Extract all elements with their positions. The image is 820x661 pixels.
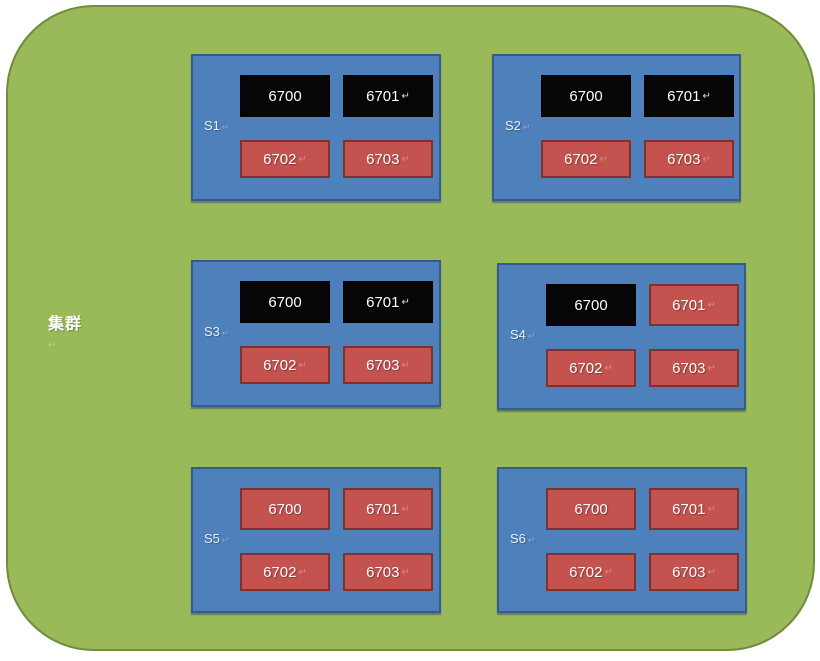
port-label: 6702 — [564, 150, 598, 168]
port-box: 6701↵ — [644, 75, 734, 117]
server-label-text: S4 — [510, 327, 526, 342]
port-box: 6703↵ — [343, 553, 433, 591]
server-box-s3: S3↵ 6700 6701↵ 6702↵ 6703↵ — [191, 260, 441, 407]
port-label: 6701 — [672, 296, 706, 314]
server-label-text: S3 — [204, 324, 220, 339]
port-box: 6700 — [541, 75, 631, 117]
port-box: 6701↵ — [343, 281, 433, 323]
return-mark-icon: ↵ — [707, 362, 716, 374]
port-box: 6701↵ — [649, 284, 739, 326]
port-box: 6701↵ — [343, 488, 433, 530]
port-label: 6702 — [569, 359, 603, 377]
port-box: 6700 — [240, 488, 330, 530]
server-label-text: S1 — [204, 118, 220, 133]
return-mark-icon: ↵ — [707, 299, 716, 311]
server-box-s6: S6↵ 6700 6701↵ 6702↵ 6703↵ — [497, 467, 747, 613]
port-box: 6703↵ — [644, 140, 734, 178]
return-mark-icon: ↵ — [527, 331, 536, 341]
port-label: 6701 — [667, 87, 701, 105]
port-box: 6703↵ — [649, 349, 739, 387]
return-mark-icon: ↵ — [401, 359, 410, 371]
port-label: 6701 — [366, 293, 400, 311]
port-box: 6703↵ — [649, 553, 739, 591]
return-mark-icon: ↵ — [599, 153, 608, 165]
server-label-text: S5 — [204, 531, 220, 546]
port-box: 6702↵ — [546, 349, 636, 387]
return-mark-icon: ↵ — [527, 535, 536, 545]
return-mark-icon: ↵ — [401, 296, 410, 308]
return-mark-icon: ↵ — [702, 90, 711, 102]
return-mark-icon: ↵ — [401, 566, 410, 578]
port-box: 6700 — [240, 281, 330, 323]
server-label: S5↵ — [204, 531, 229, 546]
server-box-s4: S4↵ 6700 6701↵ 6702↵ 6703↵ — [497, 263, 746, 410]
port-label: 6703 — [366, 563, 400, 581]
return-mark-icon: ↵ — [298, 359, 307, 371]
cluster-label: 集群 — [48, 316, 83, 333]
port-label: 6702 — [263, 150, 297, 168]
port-label: 6703 — [672, 359, 706, 377]
cluster-container: 集群 ↵ S1↵ 6700 6701↵ 6702↵ 6703↵ S2↵ 6700… — [6, 5, 815, 651]
port-label: 6700 — [268, 293, 302, 311]
return-mark-icon: ↵ — [298, 566, 307, 578]
port-label: 6700 — [569, 87, 603, 105]
port-box: 6702↵ — [240, 553, 330, 591]
port-label: 6700 — [574, 296, 608, 314]
port-box: 6702↵ — [541, 140, 631, 178]
return-mark-icon: ↵ — [401, 153, 410, 165]
port-label: 6702 — [569, 563, 603, 581]
return-mark-icon: ↵ — [221, 122, 230, 132]
return-mark-icon: ↵ — [221, 535, 230, 545]
return-mark-icon: ↵ — [707, 503, 716, 515]
port-box: 6700 — [240, 75, 330, 117]
return-mark-icon: ↵ — [604, 566, 613, 578]
return-mark-icon: ↵ — [48, 340, 57, 351]
return-mark-icon: ↵ — [522, 122, 531, 132]
port-label: 6700 — [574, 500, 608, 518]
port-box: 6701↵ — [343, 75, 433, 117]
server-box-s2: S2↵ 6700 6701↵ 6702↵ 6703↵ — [492, 54, 741, 201]
server-label-text: S6 — [510, 531, 526, 546]
port-box: 6700 — [546, 284, 636, 326]
port-box: 6702↵ — [546, 553, 636, 591]
port-box: 6701↵ — [649, 488, 739, 530]
port-box: 6700 — [546, 488, 636, 530]
port-label: 6703 — [672, 563, 706, 581]
server-label: S2↵ — [505, 118, 530, 133]
port-box: 6703↵ — [343, 140, 433, 178]
server-label: S3↵ — [204, 324, 229, 339]
server-label-text: S2 — [505, 118, 521, 133]
port-box: 6702↵ — [240, 140, 330, 178]
port-label: 6702 — [263, 563, 297, 581]
return-mark-icon: ↵ — [401, 503, 410, 515]
port-label: 6700 — [268, 87, 302, 105]
port-label: 6700 — [268, 500, 302, 518]
return-mark-icon: ↵ — [401, 90, 410, 102]
port-label: 6703 — [366, 150, 400, 168]
return-mark-icon: ↵ — [221, 328, 230, 338]
port-label: 6703 — [366, 356, 400, 374]
server-label: S1↵ — [204, 118, 229, 133]
port-label: 6702 — [263, 356, 297, 374]
server-label: S6↵ — [510, 531, 535, 546]
server-box-s1: S1↵ 6700 6701↵ 6702↵ 6703↵ — [191, 54, 441, 201]
port-box: 6702↵ — [240, 346, 330, 384]
return-mark-icon: ↵ — [707, 566, 716, 578]
port-label: 6703 — [667, 150, 701, 168]
server-label: S4↵ — [510, 327, 535, 342]
return-mark-icon: ↵ — [298, 153, 307, 165]
port-label: 6701 — [366, 87, 400, 105]
port-label: 6701 — [672, 500, 706, 518]
server-box-s5: S5↵ 6700 6701↵ 6702↵ 6703↵ — [191, 467, 441, 613]
return-mark-icon: ↵ — [702, 153, 711, 165]
port-label: 6701 — [366, 500, 400, 518]
port-box: 6703↵ — [343, 346, 433, 384]
return-mark-icon: ↵ — [604, 362, 613, 374]
